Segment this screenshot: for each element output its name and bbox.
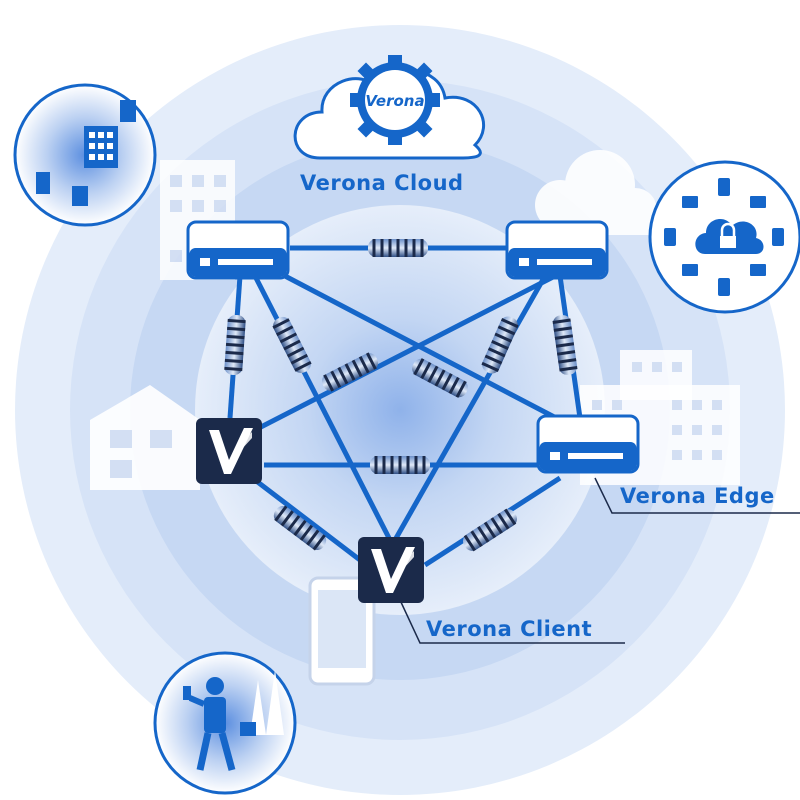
mobile-user-badge — [153, 651, 297, 795]
label-leader-lines — [399, 477, 800, 644]
edge-device-icon — [186, 220, 290, 280]
cloud-gear-icon: Verona — [350, 55, 440, 145]
edge-device-icon — [505, 220, 609, 280]
verona-logo-text: Verona — [365, 92, 424, 110]
client-app-icon — [196, 418, 262, 484]
client-app-icon — [358, 537, 424, 603]
person-with-phone-icon — [183, 670, 284, 771]
house-icon — [90, 385, 200, 490]
connected-devices-icon — [664, 178, 784, 296]
verona-client-label: Verona Client — [426, 617, 593, 641]
smartphone-icon — [308, 576, 376, 686]
devices-badge — [648, 160, 800, 314]
verona-cloud-icon: Verona — [293, 55, 486, 160]
cloud-lock-icon — [695, 218, 764, 254]
verona-edge-label: Verona Edge — [620, 484, 775, 508]
small-cloud-icon — [535, 150, 657, 235]
office-badge — [13, 83, 157, 227]
office-building-icon — [36, 100, 136, 206]
edge-device-icon — [536, 414, 640, 474]
verona-cloud-label: Verona Cloud — [300, 171, 464, 195]
